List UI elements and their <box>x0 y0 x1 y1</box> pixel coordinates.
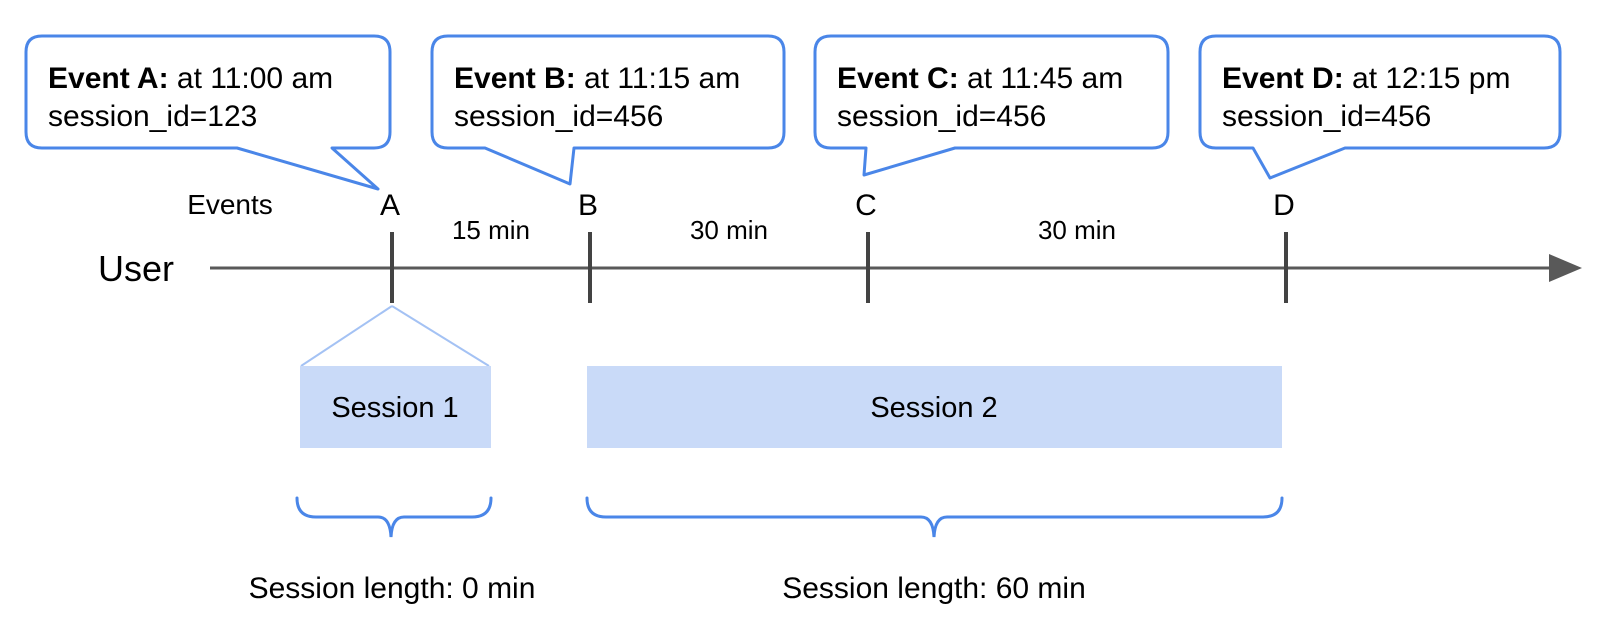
event-mark-c: C <box>855 189 877 222</box>
callout-event-time: at 12:15 pm <box>1344 62 1511 95</box>
callout-event-time: at 11:00 am <box>169 62 334 95</box>
session-2-length-label: Session length: 60 min <box>782 572 1086 605</box>
callout-session-id: session_id=456 <box>1222 100 1431 133</box>
session-2-brace <box>585 496 1284 538</box>
session-2-label: Session 2 <box>870 392 997 424</box>
events-axis-label: Events <box>187 189 273 220</box>
event-mark-d: D <box>1273 189 1295 222</box>
callout-title-line: Event A: at 11:00 am <box>48 62 333 95</box>
funnel-line-left <box>300 305 393 367</box>
callout-event-time: at 11:15 am <box>576 62 741 95</box>
session-1-box <box>300 366 491 448</box>
callout-title-line: Event D: at 12:15 pm <box>1222 62 1510 95</box>
speech-bubble-shape <box>24 34 392 191</box>
callout-event-name: Event C: <box>837 62 959 95</box>
callout-session-id: session_id=123 <box>48 100 257 133</box>
user-axis-label: User <box>98 248 174 289</box>
callout-session-id: session_id=456 <box>454 100 663 133</box>
event-callout-d: Event D: at 12:15 pm session_id=456 <box>1198 34 1562 180</box>
timeline-arrowhead-icon <box>1549 254 1582 282</box>
session-1-label: Session 1 <box>331 392 458 424</box>
callout-event-name: Event A: <box>48 62 169 95</box>
session-2-box <box>587 366 1282 448</box>
event-callout-a: Event A: at 11:00 am session_id=123 <box>24 34 392 191</box>
event-mark-b: B <box>578 189 598 222</box>
interval-label-cd: 30 min <box>1038 215 1116 245</box>
funnel-line-right <box>391 305 490 367</box>
event-mark-a: A <box>380 189 400 222</box>
session-1-brace <box>295 496 493 538</box>
speech-bubble-shape <box>430 34 786 186</box>
callout-session-id: session_id=456 <box>837 100 1046 133</box>
session-1-length-label: Session length: 0 min <box>249 572 536 605</box>
callout-title-line: Event B: at 11:15 am <box>454 62 740 95</box>
interval-label-bc: 30 min <box>690 215 768 245</box>
interval-label-ab: 15 min <box>452 215 530 245</box>
speech-bubble-shape <box>1198 34 1562 180</box>
event-callout-c: Event C: at 11:45 am session_id=456 <box>813 34 1170 177</box>
speech-bubble-shape <box>813 34 1170 177</box>
callout-event-name: Event B: <box>454 62 576 95</box>
callout-title-line: Event C: at 11:45 am <box>837 62 1123 95</box>
callout-event-name: Event D: <box>1222 62 1344 95</box>
callout-event-time: at 11:45 am <box>959 62 1124 95</box>
event-callout-b: Event B: at 11:15 am session_id=456 <box>430 34 786 186</box>
